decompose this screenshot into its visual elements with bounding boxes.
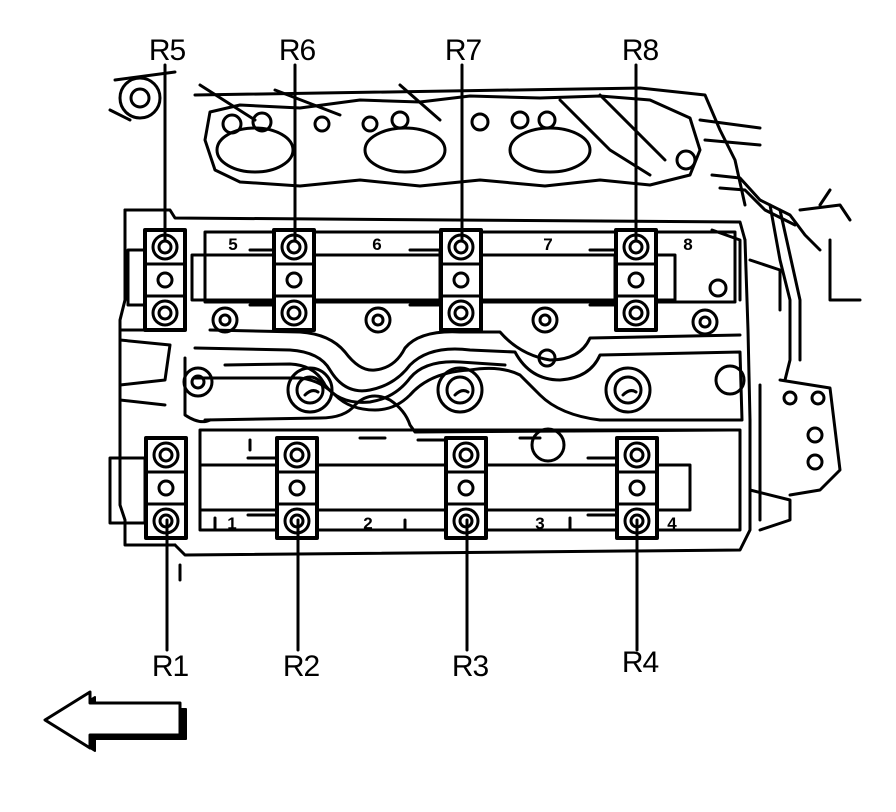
label-r7: R7	[445, 34, 482, 67]
leader-lines	[163, 63, 639, 652]
bolt-icon	[628, 479, 646, 497]
bolt-center	[158, 447, 174, 463]
bolt-icon	[283, 441, 311, 469]
bolt-icon	[623, 441, 651, 469]
upper-bearing-number: 6	[372, 235, 381, 254]
label-r2: R2	[283, 650, 320, 683]
bolt-center	[628, 305, 644, 321]
bolt-icon	[156, 271, 174, 289]
bolt-center	[629, 447, 645, 463]
spark-plug-well	[286, 366, 334, 414]
label-r1: R1	[152, 650, 189, 683]
spark-plug-well	[436, 366, 484, 414]
lower-bearing-number: 2	[363, 514, 372, 533]
label-r3: R3	[452, 650, 489, 683]
bolt-icon	[622, 299, 650, 327]
bolt-icon	[157, 479, 175, 497]
label-r4: R4	[622, 646, 659, 679]
label-r8: R8	[622, 34, 659, 67]
bolt-center	[458, 447, 474, 463]
upper-bearing-number: 7	[543, 235, 552, 254]
bolt-icon	[288, 479, 306, 497]
lower-bearing-number: 3	[535, 514, 544, 533]
valve-cover-gasket-area	[182, 328, 746, 434]
label-r5: R5	[149, 34, 186, 67]
bearing-caps	[143, 228, 659, 540]
callout-labels: R5 R6 R7 R8 R1 R2 R3 R4	[149, 34, 660, 683]
bolt-icon	[452, 441, 480, 469]
lower-bearing-number: 4	[667, 514, 677, 533]
bearing-cap-r6	[272, 228, 316, 332]
bolt-center	[286, 305, 302, 321]
bolt-center	[157, 305, 173, 321]
bearing-cap-r7	[439, 228, 483, 332]
bolt-icon	[280, 299, 308, 327]
bolt-icon	[151, 299, 179, 327]
bolt-center	[289, 447, 305, 463]
direction-arrow-left-icon	[43, 690, 187, 752]
bolt-icon	[447, 299, 475, 327]
cylinder-head-outline	[108, 70, 862, 582]
bolt-icon	[452, 271, 470, 289]
spark-plug-well	[604, 366, 652, 414]
lower-bearing-number: 1	[227, 514, 236, 533]
upper-bearing-number: 8	[683, 235, 692, 254]
label-r6: R6	[279, 34, 316, 67]
bolt-center	[453, 305, 469, 321]
bolt-icon	[285, 271, 303, 289]
bearing-cap-r5	[143, 228, 187, 332]
bearing-cap-r3	[444, 436, 488, 540]
upper-bearing-number: 5	[228, 235, 237, 254]
bolt-icon	[457, 479, 475, 497]
bolt-icon	[152, 441, 180, 469]
bearing-cap-r8	[614, 228, 658, 332]
bolt-icon	[627, 271, 645, 289]
